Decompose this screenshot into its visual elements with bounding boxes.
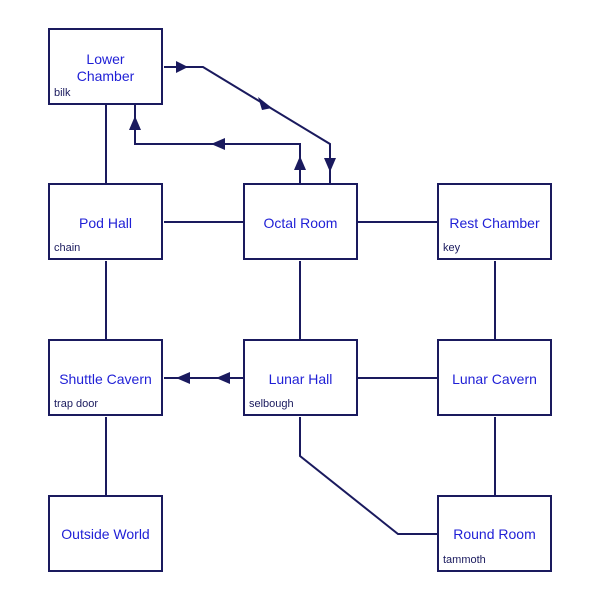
- arrowhead: [258, 97, 272, 110]
- room-item: key: [443, 242, 461, 254]
- room-name: Lunar Cavern: [452, 371, 537, 387]
- room-name: Rest Chamber: [449, 215, 540, 231]
- room-item: chain: [54, 242, 81, 254]
- room-name: Pod Hall: [79, 215, 132, 231]
- room-rest-chamber: Rest Chamber key: [437, 183, 552, 260]
- room-shuttle-cavern: Shuttle Cavern trap door: [48, 339, 163, 416]
- room-item: trap door: [54, 398, 99, 410]
- path-lunar-hall-round-room: [299, 417, 437, 535]
- room-item: selbough: [249, 398, 294, 410]
- arrowhead: [176, 61, 188, 73]
- room-name: Outside World: [61, 526, 150, 542]
- room-lunar-cavern: Lunar Cavern: [437, 339, 552, 416]
- room-outside-world: Outside World: [48, 495, 163, 572]
- room-name: Lower Chamber: [76, 51, 135, 84]
- room-name: Shuttle Cavern: [59, 371, 152, 387]
- room-pod-hall: Pod Hall chain: [48, 183, 163, 260]
- room-octal-room: Octal Room: [243, 183, 358, 260]
- arrowhead: [129, 116, 141, 130]
- room-name: Lunar Hall: [268, 371, 333, 387]
- room-name: Round Room: [453, 526, 536, 542]
- arrowhead: [324, 158, 336, 172]
- room-round-room: Round Room tammoth: [437, 495, 552, 572]
- room-name: Octal Room: [263, 215, 338, 231]
- oneway-lower-chamber-octal-room: [164, 66, 331, 183]
- arrowhead: [294, 156, 306, 170]
- arrowhead: [176, 372, 190, 384]
- room-lunar-hall: Lunar Hall selbough: [243, 339, 358, 416]
- arrowhead: [211, 138, 225, 150]
- arrowhead: [216, 372, 230, 384]
- room-lower-chamber: Lower Chamber bilk: [48, 28, 163, 105]
- room-item: tammoth: [443, 554, 486, 566]
- room-item: bilk: [54, 87, 71, 99]
